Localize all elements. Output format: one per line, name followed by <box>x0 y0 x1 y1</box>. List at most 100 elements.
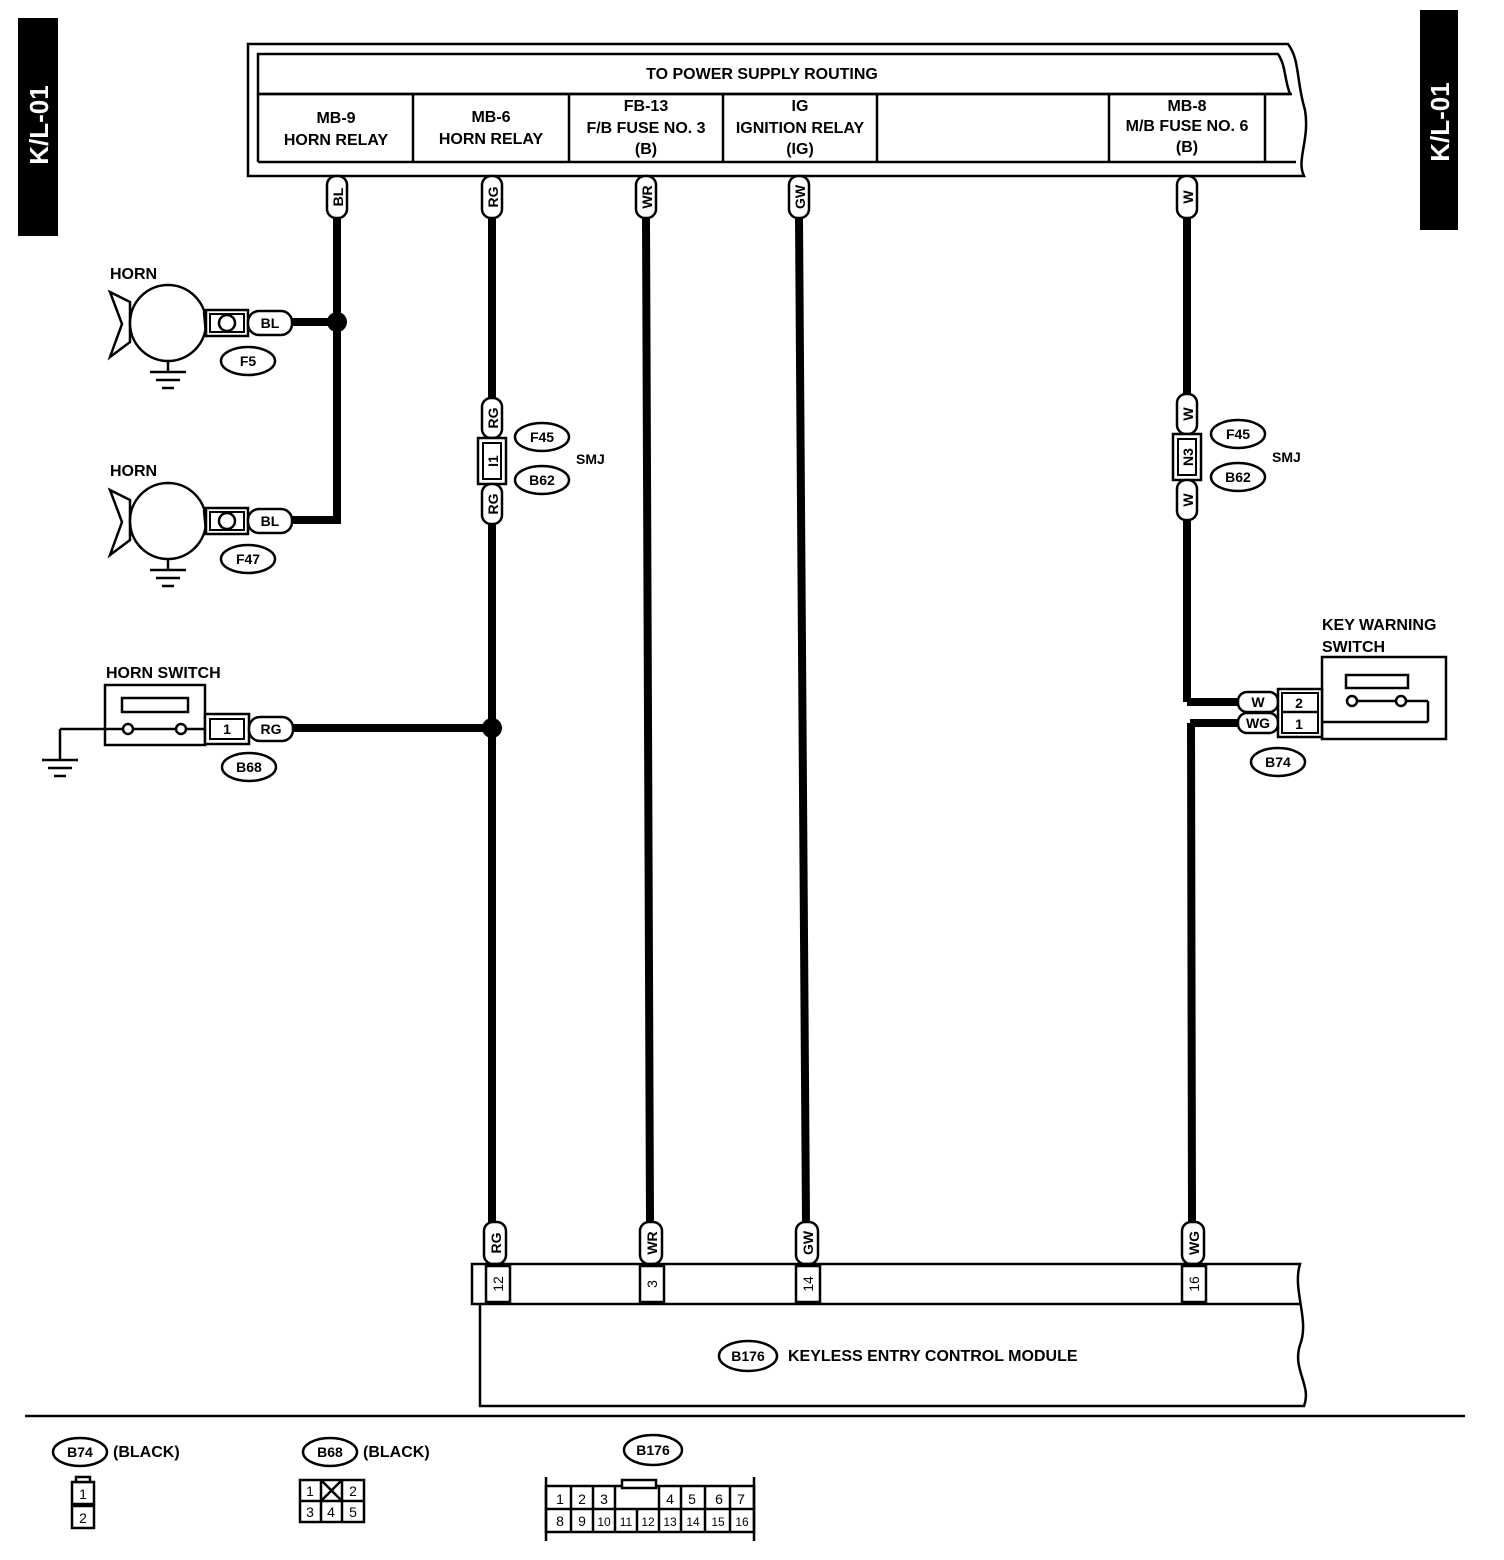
svg-text:BL: BL <box>330 187 346 206</box>
smj-left-label: SMJ <box>576 451 605 467</box>
horn-switch: HORN SWITCH 1 RG B68 <box>42 665 295 783</box>
svg-text:(BLACK): (BLACK) <box>363 1444 430 1461</box>
smj-right-label: SMJ <box>1272 449 1301 465</box>
ps-cell-ig-l3: (IG) <box>786 141 814 158</box>
page-tab-left: K/L-01 <box>18 18 58 236</box>
page-tab-left-label: K/L-01 <box>24 85 54 164</box>
svg-text:3: 3 <box>600 1491 608 1507</box>
svg-text:F45: F45 <box>1226 426 1250 442</box>
module-pin-16: 16 <box>1186 1276 1202 1292</box>
svg-text:W: W <box>1180 190 1196 204</box>
module-pin-3: 3 <box>644 1280 660 1288</box>
svg-text:W: W <box>1180 407 1196 421</box>
connector-f5 <box>219 345 277 377</box>
horn-upper-wire-label: BL <box>261 315 280 331</box>
power-supply-routing-box: TO POWER SUPPLY ROUTING MB-9 HORN RELAY … <box>246 42 1308 178</box>
svg-text:GW: GW <box>792 184 808 209</box>
wire-label-rg-top: RG <box>480 174 504 220</box>
svg-text:B68: B68 <box>317 1444 343 1460</box>
svg-text:WR: WR <box>644 1231 660 1254</box>
horn-switch-label: HORN SWITCH <box>106 665 221 682</box>
svg-text:B176: B176 <box>731 1348 765 1364</box>
svg-text:RG: RG <box>485 493 501 514</box>
svg-text:RG: RG <box>261 721 282 737</box>
ps-cell-ig-l1: IG <box>792 98 809 115</box>
svg-text:WG: WG <box>1246 715 1270 731</box>
wires <box>288 217 1238 1223</box>
svg-text:11: 11 <box>620 1515 633 1529</box>
svg-text:I1: I1 <box>485 455 501 467</box>
svg-text:16: 16 <box>735 1515 749 1529</box>
svg-text:6: 6 <box>715 1491 723 1507</box>
svg-text:WR: WR <box>639 185 655 208</box>
svg-text:GW: GW <box>800 1230 816 1255</box>
svg-text:(BLACK): (BLACK) <box>113 1444 180 1461</box>
ps-cell-mb8-l2: M/B FUSE NO. 6 <box>1126 118 1249 135</box>
svg-text:1: 1 <box>1295 716 1303 732</box>
legend-b176: B176 1 2 3 4 5 6 7 8 9 10 11 12 13 14 15… <box>544 1433 756 1541</box>
key-warning-switch: KEY WARNING SWITCH W WG 2 1 B74 <box>1236 617 1448 778</box>
svg-text:8: 8 <box>556 1513 564 1529</box>
svg-text:2: 2 <box>349 1483 357 1499</box>
legend-b68: B68 (BLACK) 1 2 3 4 5 <box>298 1436 430 1524</box>
ps-cell-fb13-l2: F/B FUSE NO. 3 <box>586 120 705 137</box>
svg-text:N3: N3 <box>1180 448 1196 466</box>
smj-right: W N3 W F45 B62 SMJ <box>1171 392 1301 522</box>
horn-lower-label: HORN <box>110 463 157 480</box>
svg-text:B62: B62 <box>1225 469 1251 485</box>
ps-cell-fb13-l1: FB-13 <box>624 98 669 115</box>
svg-text:B176: B176 <box>636 1442 670 1458</box>
connector-b74 <box>1249 746 1307 778</box>
svg-text:WG: WG <box>1186 1231 1202 1255</box>
wire-label-wr-top: WR <box>634 174 658 220</box>
power-supply-title: TO POWER SUPPLY ROUTING <box>646 66 878 83</box>
svg-text:W: W <box>1251 694 1265 710</box>
svg-text:RG: RG <box>488 1232 504 1253</box>
svg-text:12: 12 <box>641 1515 655 1529</box>
wire-label-w-top: W <box>1175 174 1199 220</box>
svg-text:2: 2 <box>79 1510 87 1526</box>
ps-cell-mb6-l1: MB-6 <box>471 109 510 126</box>
svg-text:15: 15 <box>711 1515 725 1529</box>
svg-text:B68: B68 <box>236 759 262 775</box>
ps-cell-mb9-l1: MB-9 <box>316 110 355 127</box>
connector-f47-label: F47 <box>236 551 260 567</box>
svg-text:3: 3 <box>306 1504 314 1520</box>
svg-text:2: 2 <box>578 1491 586 1507</box>
horn-lower-wire-label: BL <box>261 513 280 529</box>
ps-cell-fb13-l3: (B) <box>635 141 657 158</box>
svg-text:W: W <box>1180 493 1196 507</box>
wire-label-wg-bottom: WG <box>1180 1220 1206 1266</box>
legend-b74: B74 (BLACK) 1 2 <box>51 1436 180 1530</box>
connector-f5-label: F5 <box>240 353 257 369</box>
wire-label-rg-bottom: RG <box>482 1220 508 1266</box>
module-pin-12: 12 <box>490 1276 506 1292</box>
kws-label-l2: SWITCH <box>1322 639 1385 656</box>
ps-cell-mb6-l2: HORN RELAY <box>439 131 544 148</box>
svg-text:RG: RG <box>485 186 501 207</box>
svg-text:9: 9 <box>578 1513 586 1529</box>
svg-text:1: 1 <box>223 721 231 737</box>
svg-text:1: 1 <box>79 1486 87 1502</box>
keyless-entry-control-module: 12 3 14 16 B176 KEYLESS ENTRY CONTROL MO… <box>470 1262 1308 1408</box>
connector-f47 <box>219 543 277 575</box>
svg-text:5: 5 <box>349 1504 357 1520</box>
wire-label-gw-bottom: GW <box>794 1220 820 1266</box>
ps-cell-mb9-l2: HORN RELAY <box>284 132 389 149</box>
ps-cell-mb8-l1: MB-8 <box>1167 98 1206 115</box>
module-pin-14: 14 <box>800 1276 816 1292</box>
page-tab-right: K/L-01 <box>1420 10 1458 230</box>
svg-text:4: 4 <box>666 1491 674 1507</box>
svg-text:14: 14 <box>686 1515 700 1529</box>
svg-text:1: 1 <box>306 1483 314 1499</box>
svg-text:5: 5 <box>688 1491 696 1507</box>
module-label: KEYLESS ENTRY CONTROL MODULE <box>788 1348 1078 1365</box>
horn-lower: HORN BL F47 <box>107 463 294 588</box>
wire-color-labels: BL RG WR GW W RG WR GW <box>325 174 1206 1266</box>
svg-text:B74: B74 <box>1265 754 1291 770</box>
horn-upper-label: HORN <box>110 266 157 283</box>
svg-text:10: 10 <box>597 1515 611 1529</box>
svg-text:7: 7 <box>737 1491 745 1507</box>
svg-text:4: 4 <box>327 1504 335 1520</box>
